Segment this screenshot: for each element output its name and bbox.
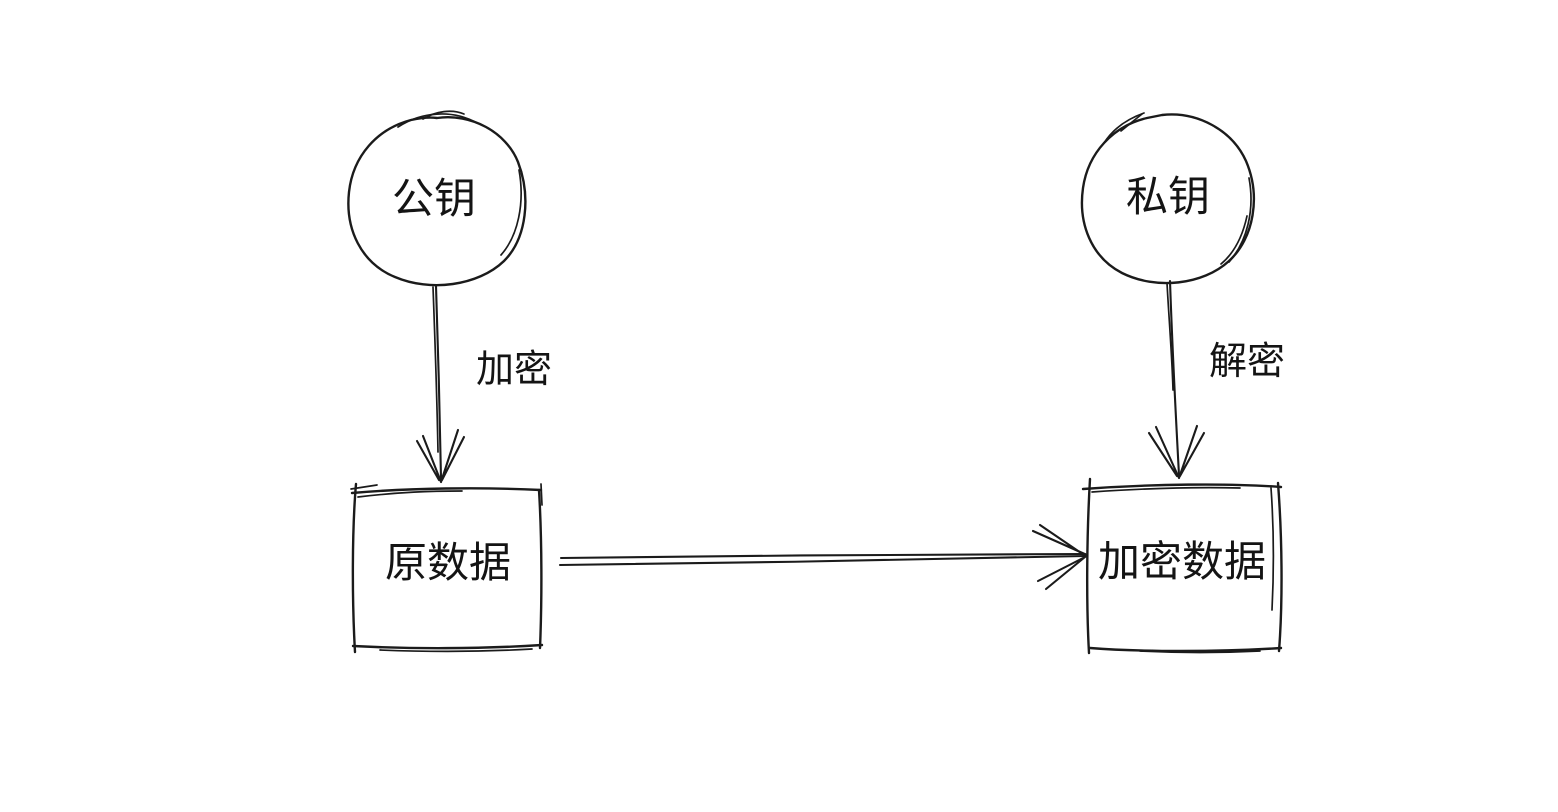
encrypt-edge-label: 加密 bbox=[476, 349, 552, 391]
sketch-overstroke bbox=[350, 484, 378, 490]
node-encrypted-data: 加密数据 bbox=[1081, 477, 1283, 655]
encrypted-data-label: 加密数据 bbox=[1098, 538, 1266, 585]
encrypted-data-box bbox=[1081, 483, 1283, 491]
original-data-box bbox=[350, 487, 543, 495]
edge-transform-arrow bbox=[558, 523, 1089, 591]
private-key-label: 私钥 bbox=[1126, 173, 1210, 220]
encrypt-arrow-line bbox=[434, 284, 443, 480]
sketch-overstroke bbox=[1228, 177, 1252, 263]
edge-decrypt-arrow: 解密 bbox=[1147, 279, 1285, 480]
original-data-label: 原数据 bbox=[385, 539, 511, 586]
original-data-box bbox=[537, 488, 543, 650]
private-key-circle bbox=[1080, 113, 1256, 285]
decrypt-edge-label: 解密 bbox=[1209, 341, 1285, 383]
sketch-overstroke bbox=[1270, 487, 1275, 611]
sketch-overstroke bbox=[379, 648, 533, 653]
node-original-data: 原数据 bbox=[350, 482, 544, 654]
encrypted-data-box bbox=[1088, 646, 1283, 653]
sketch-overstroke bbox=[1103, 112, 1145, 144]
sketch-overstroke bbox=[1220, 215, 1248, 265]
decrypt-arrow-line bbox=[1168, 279, 1181, 477]
transform-arrow-line bbox=[559, 552, 1087, 560]
sketch-overstroke bbox=[1120, 113, 1143, 132]
edge-encrypt-arrow: 加密 bbox=[415, 284, 552, 484]
sketch-overstroke bbox=[540, 483, 543, 506]
sketch-overstroke bbox=[432, 286, 439, 453]
sketch-overstroke bbox=[422, 110, 465, 120]
sketch-overstroke bbox=[1166, 282, 1174, 391]
node-private-key: 私钥 bbox=[1080, 112, 1256, 285]
original-data-box bbox=[351, 643, 544, 650]
sketch-overstroke bbox=[1091, 486, 1241, 493]
node-public-key: 公钥 bbox=[347, 110, 527, 287]
sketch-overstroke bbox=[357, 490, 463, 498]
encrypted-data-box bbox=[1085, 477, 1092, 655]
transform-arrowhead bbox=[1031, 523, 1089, 591]
encrypt-arrowhead bbox=[415, 428, 466, 484]
encrypted-data-box bbox=[1276, 481, 1283, 653]
original-data-box bbox=[351, 482, 358, 654]
decrypt-arrowhead bbox=[1147, 424, 1206, 480]
sketch-overstroke bbox=[397, 113, 478, 128]
sketch-overstroke bbox=[500, 169, 522, 256]
sketch-overstroke bbox=[1139, 650, 1261, 654]
transform-arrow-line bbox=[558, 554, 1087, 567]
public-key-label: 公钥 bbox=[392, 175, 476, 222]
public-key-circle bbox=[347, 116, 527, 287]
